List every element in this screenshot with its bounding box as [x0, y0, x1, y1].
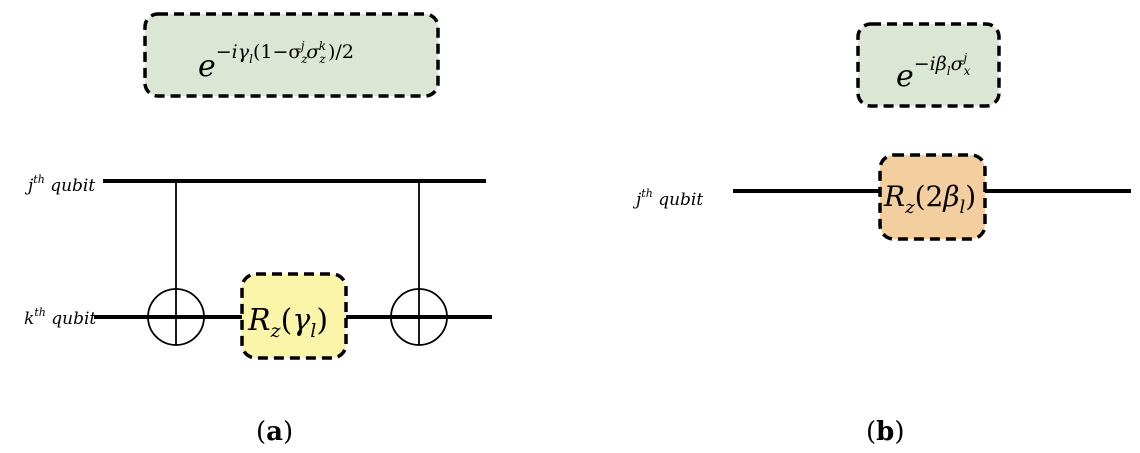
panel-b-rz-gate-label: Rz(2βl) — [883, 180, 976, 218]
panel-b-caption: (b) — [866, 417, 905, 447]
panel-b-formula-box — [856, 22, 1001, 108]
panel-a-rz-gate-label: Rz(γl) — [247, 303, 328, 342]
panel-a-rz-gate — [240, 272, 348, 360]
cnot-target-circle — [390, 288, 448, 346]
panel-a-k-qubit-label: kth qubit — [24, 306, 96, 329]
panel-b-rz-gate — [878, 153, 987, 241]
cnot-target-circle — [147, 288, 205, 346]
panel-a-cnot-1 — [147, 181, 205, 346]
panel-b-j-qubit-label: jth qubit — [632, 187, 703, 210]
panel-b: e−iβlσxj jth qubit Rz(2βl) (b) — [632, 22, 1131, 447]
panel-a-j-qubit-label: jth qubit — [24, 173, 95, 196]
panel-a-caption: (a) — [256, 417, 293, 447]
panel-a-cnot-2 — [390, 181, 448, 346]
panel-b-formula: e−iβlσxj — [896, 51, 971, 94]
panel-a-formula-box — [143, 12, 440, 98]
